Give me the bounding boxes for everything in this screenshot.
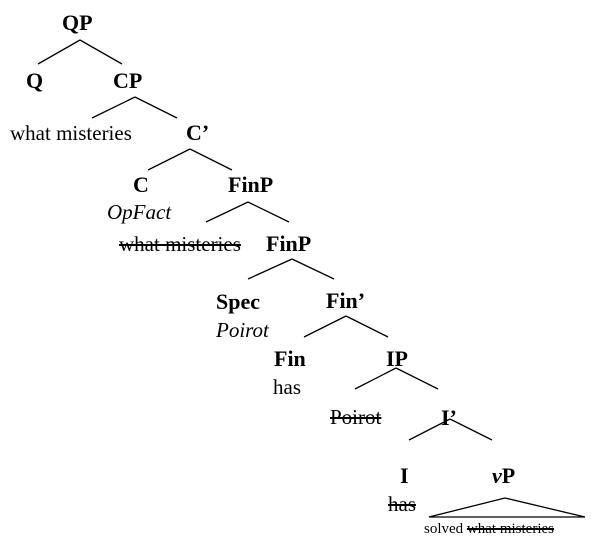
- i-has-struck: has: [388, 492, 416, 516]
- branch-cbar-finp: [189, 148, 233, 171]
- branch-finp-spec2: [247, 258, 293, 280]
- node-i-bar: I’: [441, 405, 457, 430]
- branch-ibar-i: [408, 418, 451, 441]
- node-cp: CP: [113, 68, 143, 93]
- branch-qp-cp: [79, 39, 123, 65]
- vp-content: solved what misteries: [424, 522, 554, 537]
- node-vp-v: v: [492, 463, 502, 488]
- vp-solved: solved: [424, 521, 464, 537]
- node-vp-p: P: [501, 463, 516, 488]
- spec-finp-what-misteries-struck: what misteries: [119, 232, 241, 256]
- vp-triangle: [428, 497, 586, 518]
- branch-ip-ibar: [395, 367, 439, 390]
- branch-cbar-c: [147, 148, 191, 171]
- branch-finp-finbar: [291, 258, 335, 280]
- branch-finp-finp: [247, 201, 290, 223]
- node-fin: Fin: [274, 346, 306, 371]
- vp-what-misteries-struck: what misteries: [466, 521, 554, 537]
- node-finp-upper: FinP: [228, 172, 274, 197]
- spec-cp-what-misteries: what misteries: [10, 121, 132, 145]
- c-opfact: OpFact: [107, 200, 172, 224]
- spec-poirot: Poirot: [216, 318, 269, 342]
- node-spec: Spec: [216, 289, 260, 314]
- branch-cp-cbar: [134, 96, 178, 119]
- branch-cp-spec: [91, 96, 136, 119]
- node-fin-bar: Fin’: [326, 288, 366, 313]
- node-finp-lower: FinP: [266, 231, 312, 256]
- node-c: C: [133, 172, 149, 197]
- spec-ip-poirot-struck: Poirot: [330, 405, 382, 429]
- branch-ip-spec: [354, 367, 397, 390]
- node-ip: IP: [386, 346, 408, 371]
- branch-finbar-ip: [345, 315, 389, 338]
- fin-has: has: [273, 375, 301, 399]
- node-q: Q: [26, 68, 44, 93]
- node-vp: vP: [492, 465, 515, 487]
- branch-qp-q: [37, 39, 81, 65]
- node-c-bar: C’: [186, 120, 210, 145]
- branch-finbar-fin: [303, 315, 347, 338]
- node-qp: QP: [62, 10, 93, 35]
- node-i: I: [400, 463, 409, 488]
- branch-ibar-vp: [449, 418, 493, 441]
- branch-finp-spec: [205, 201, 249, 223]
